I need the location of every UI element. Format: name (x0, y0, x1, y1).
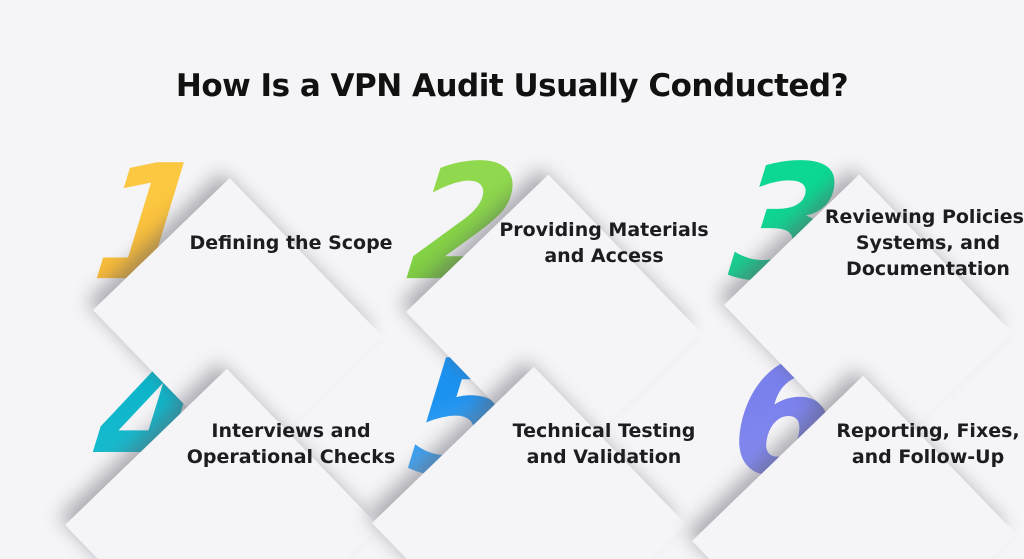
step-4: 4 Interviews and Operational Checks (65, 327, 405, 559)
step-1-label: Defining the Scope (185, 150, 397, 335)
step-label-line: and Follow-Up (851, 446, 1005, 468)
step-label-line: Providing Materials (499, 218, 709, 241)
step-label-line: Defining the Scope (189, 231, 393, 254)
step-6: 6 Reporting, Fixes, and Follow-Up (692, 327, 1024, 559)
step-2-label: Providing Materials and Access (498, 150, 710, 335)
step-label-line: Reporting, Fixes, (836, 420, 1020, 442)
step-label-line: Reviewing Policies, (824, 205, 1024, 228)
step-6-label: Reporting, Fixes, and Follow-Up (824, 345, 1024, 543)
step-label-line: Operational Checks (186, 446, 396, 468)
step-3: 3 Reviewing Policies, Systems, and Docum… (712, 132, 1024, 464)
step-label-line: Systems, and (855, 231, 1001, 254)
step-label-line: Interviews and (211, 420, 371, 442)
step-4-label: Interviews and Operational Checks (185, 345, 397, 543)
step-5: 5 Technical Testing and Validation (372, 327, 718, 559)
step-5-label: Technical Testing and Validation (498, 345, 710, 543)
step-label-line: and Validation (526, 446, 682, 468)
page-title: How Is a VPN Audit Usually Conducted? (175, 68, 849, 104)
step-2: 2 Providing Materials and Access (398, 132, 718, 471)
step-label-line: Technical Testing (512, 420, 696, 442)
step-label-line: Documentation (846, 257, 1010, 280)
step-label-line: and Access (544, 244, 664, 267)
step-1: 1 Defining the Scope (85, 132, 405, 469)
step-3-label: Reviewing Policies, Systems, and Documen… (824, 150, 1024, 335)
